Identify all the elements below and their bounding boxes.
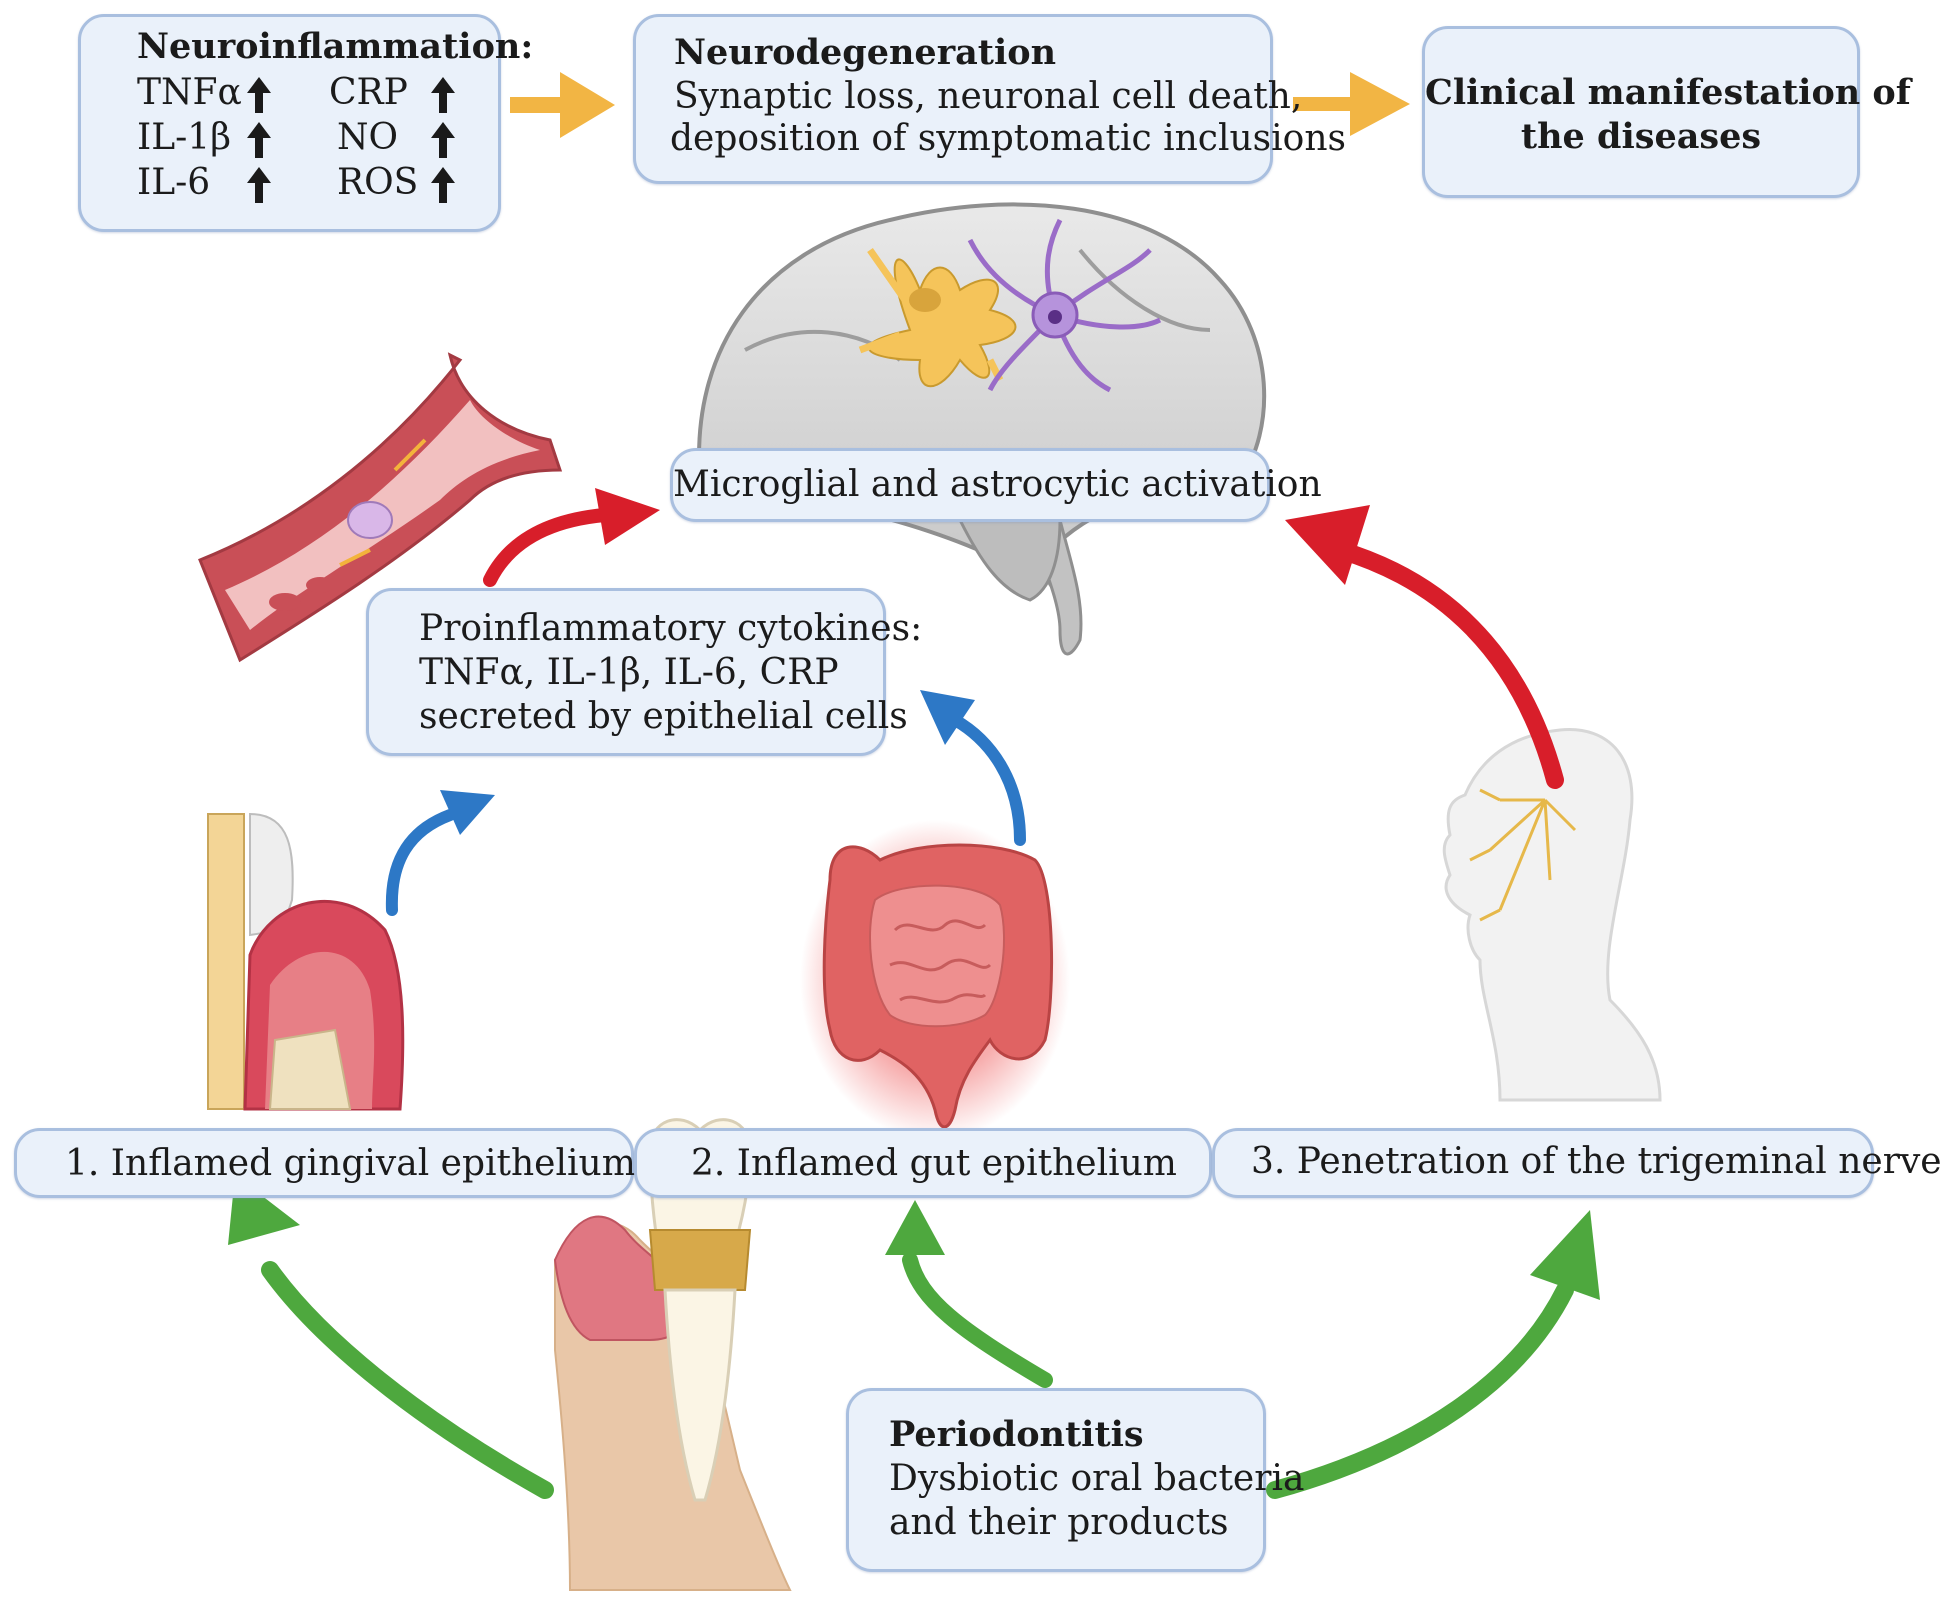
neurodegeneration-line-1: Synaptic loss, neuronal cell death, [674,76,1303,117]
increase-arrow-icon [247,77,271,113]
red-arrow-cytokines-to-activation [483,488,660,587]
neurodegeneration-line-2: deposition of symptomatic inclusions [670,118,1346,159]
route-gut-text: 2. Inflamed gut epithelium [691,1143,1177,1184]
route-gingival-text: 1. Inflamed gingival epithelium [65,1143,636,1184]
diagram-canvas [198,72,1662,1591]
periodontitis-box: Periodontitis Dysbiotic oral bacteria an… [846,1388,1304,1572]
blue-arrow-gut-to-cytokines [920,690,1026,846]
cytokines-line-3: secreted by epithelial cells [419,696,908,737]
cytokines-box: Proinflammatory cytokines: TNFα, IL-1β, … [366,588,922,756]
clinical-manifestation-box: Clinical manifestation of the diseases [1422,26,1911,198]
marker-ros: ROS [337,162,419,203]
marker-no: NO [337,117,399,158]
orange-arrow-2 [1293,72,1410,136]
blood-vessel-illustration [198,352,563,663]
marker-crp: CRP [329,72,408,113]
brain-illustration [697,202,1267,656]
cytokines-line-2: TNFα, IL-1β, IL-6, CRP [419,652,839,693]
cytokines-line-1: Proinflammatory cytokines: [419,608,923,649]
increase-arrow-icon [431,77,455,113]
neuroinflammation-title: Neuroinflammation: [137,26,534,67]
green-arrow-to-gingival [228,1175,554,1499]
clinical-line-1: Clinical manifestation of [1425,72,1911,113]
route-nerve-text: 3. Penetration of the trigeminal nerve [1251,1141,1942,1182]
microglia-illustration [967,218,1162,393]
astrocyte-illustration [858,247,1017,388]
route-nerve-box: 3. Penetration of the trigeminal nerve [1212,1128,1942,1198]
clinical-line-2: the diseases [1520,116,1762,157]
orange-arrow-1 [510,72,615,138]
neuroinflammation-box: Neuroinflammation: TNFα CRP IL-1β NO IL-… [78,14,533,232]
neurodegeneration-box: Neurodegeneration Synaptic loss, neurona… [633,14,1346,184]
increase-arrow-icon [431,167,455,203]
increase-arrow-icon [247,122,271,158]
blue-arrow-gingiva-to-cytokines [385,790,495,916]
increase-arrow-icon [247,167,271,203]
route-gingival-box: 1. Inflamed gingival epithelium [14,1128,636,1198]
marker-il1b: IL-1β [137,117,232,158]
activation-text: Microglial and astrocytic activation [673,464,1322,505]
marker-il6: IL-6 [137,162,211,203]
periodontitis-line-2: and their products [889,1502,1229,1543]
increase-arrow-icon [431,122,455,158]
periodontitis-title: Periodontitis [889,1414,1144,1455]
intestine-illustration [800,820,1070,1140]
activation-box: Microglial and astrocytic activation [670,448,1322,522]
green-arrow-to-nerve [1266,1210,1600,1499]
red-arrow-nerve-to-activation [1285,505,1564,789]
neurodegeneration-title: Neurodegeneration [674,32,1057,73]
periodontitis-line-1: Dysbiotic oral bacteria [889,1458,1305,1499]
green-arrow-to-gut [885,1200,1053,1388]
marker-tnf: TNFα [137,72,242,113]
head-illustration [1442,728,1662,1102]
gingiva-illustration [207,812,405,1111]
route-gut-box: 2. Inflamed gut epithelium [634,1128,1212,1198]
